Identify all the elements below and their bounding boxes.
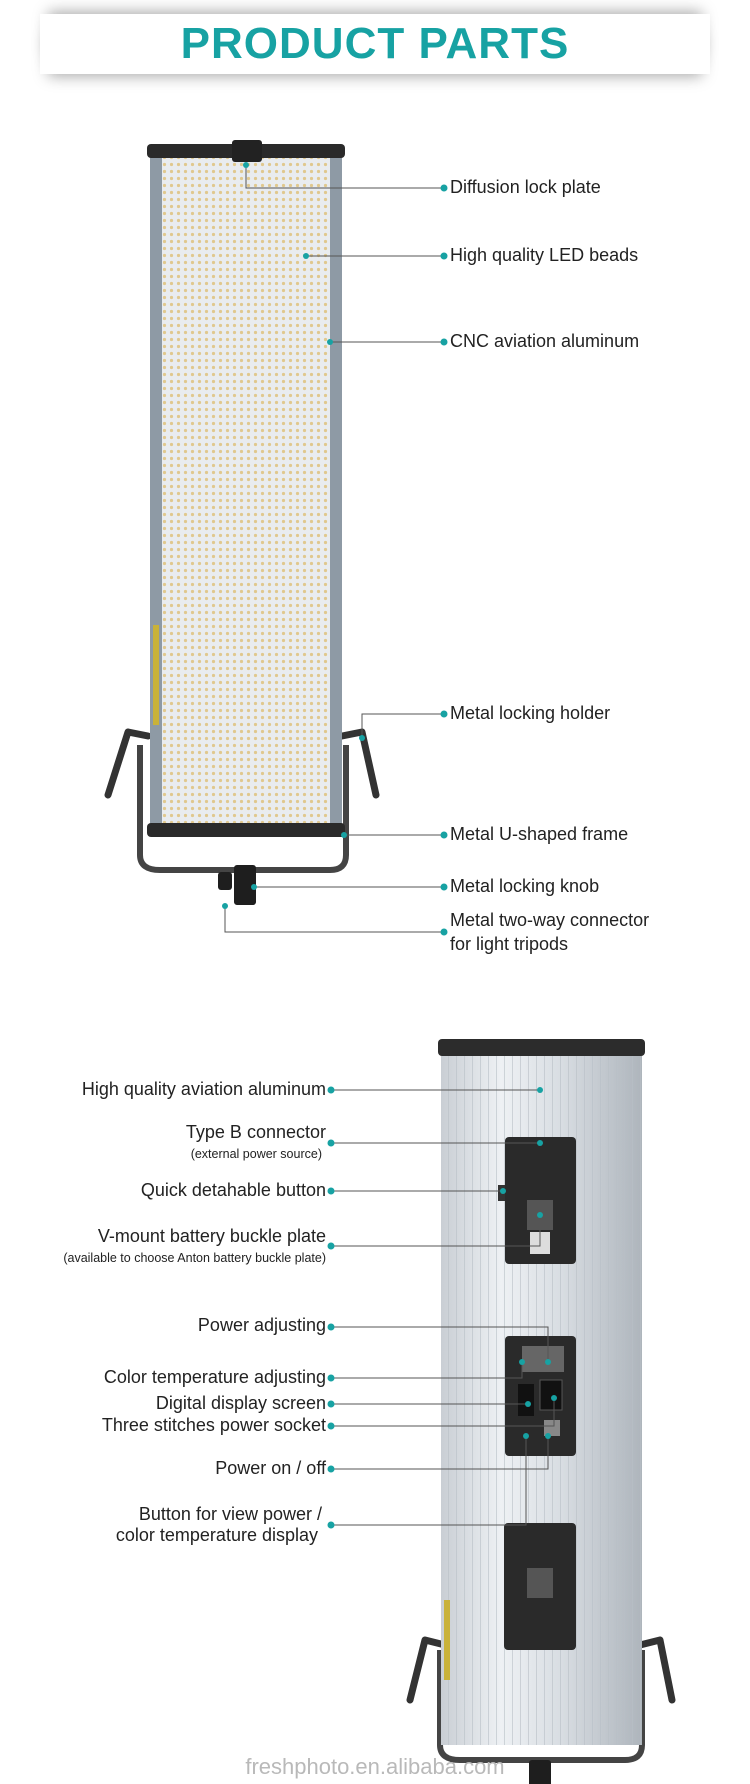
label-power-on-off: Power on / off (215, 1458, 326, 1478)
label-color-temperature-adjusting: Color temperature adjusting (103, 1367, 326, 1387)
label-metal-locking-knob: Metal locking knob (450, 876, 600, 896)
label-v-mount-plate: V-mount battery buckle plate (97, 1226, 326, 1246)
label-type-b-connector: Type B connector (185, 1122, 326, 1142)
front-callout-dots (222, 162, 448, 936)
back-panel (406, 1039, 676, 1784)
front-leader-lines (224, 165, 444, 933)
label-led-beads: High quality LED beads (450, 245, 639, 265)
label-diffusion-lock-plate: Diffusion lock plate (450, 177, 601, 197)
label-two-way-connector-line2: for light tripods (450, 934, 569, 954)
label-digital-display-screen: Digital display screen (155, 1393, 326, 1413)
back-callout-dots (327, 1086, 557, 1529)
label-view-button: Button for view power / (138, 1504, 322, 1524)
label-v-mount-plate-sub: (available to choose Anton battery buckl… (63, 1251, 326, 1265)
label-quick-detachable-button: Quick detahable button (140, 1180, 326, 1200)
watermark: freshphoto.en.alibaba.com (245, 1754, 505, 1779)
label-power-socket: Three stitches power socket (101, 1415, 326, 1435)
label-view-button-line2: color temperature display (115, 1525, 318, 1545)
back-leader-lines (331, 1089, 555, 1526)
title-banner (40, 14, 710, 74)
page-title: PRODUCT PARTS (180, 19, 570, 68)
label-two-way-connector: Metal two-way connector (450, 910, 650, 930)
label-cnc-aluminum: CNC aviation aluminum (450, 331, 640, 351)
label-u-shaped-frame: Metal U-shaped frame (450, 824, 629, 844)
label-aviation-aluminum: High quality aviation aluminum (81, 1079, 326, 1099)
label-power-adjusting: Power adjusting (197, 1315, 326, 1335)
label-metal-locking-holder: Metal locking holder (450, 703, 611, 723)
front-panel (104, 140, 380, 905)
label-type-b-connector-sub: (external power source) (190, 1147, 322, 1161)
